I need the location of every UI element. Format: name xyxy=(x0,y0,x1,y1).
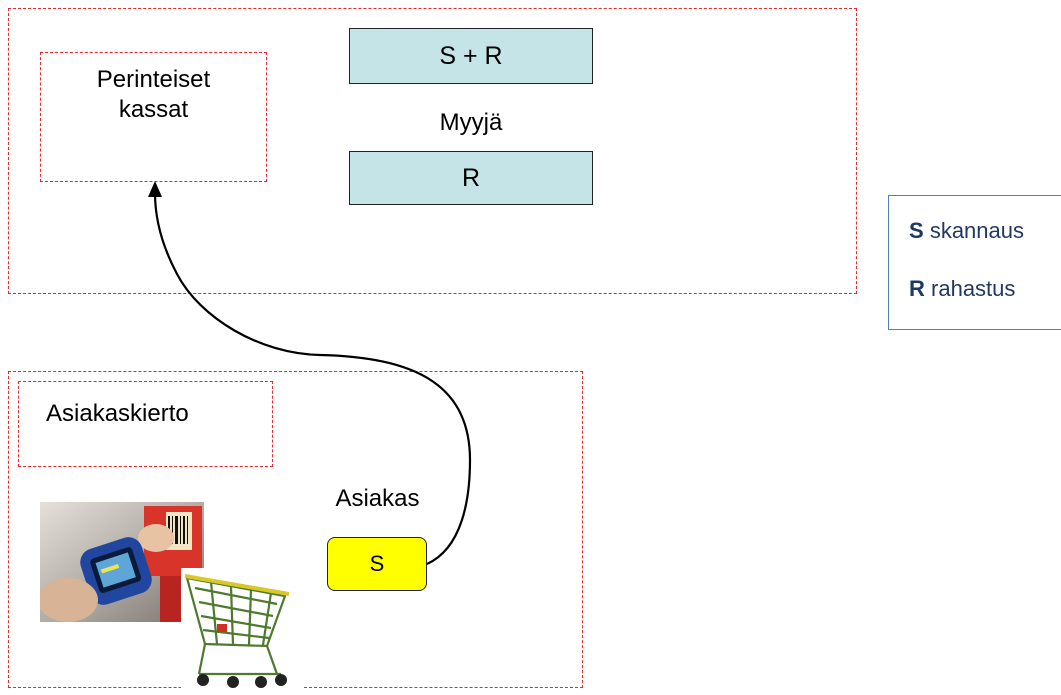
shopping-cart-photo xyxy=(181,568,303,690)
seller-label: Myyjä xyxy=(439,109,503,136)
legend-text-pay: rahastus xyxy=(931,276,1016,301)
scan-box: S xyxy=(327,537,427,591)
legend-text-scan: skannaus xyxy=(929,218,1024,243)
scan-and-pay-bar: S + R xyxy=(349,28,593,84)
pay-bar: R xyxy=(349,151,593,205)
legend-item-pay: R rahastus xyxy=(909,276,1015,302)
customer-loop-box: Asiakaskierto xyxy=(18,381,273,467)
legend-box: S skannaus R rahastus xyxy=(888,195,1061,330)
legend-key-r: R xyxy=(909,276,925,301)
customer-label: Asiakas xyxy=(335,485,420,512)
traditional-checkouts-line2: kassat xyxy=(118,96,189,123)
scan-and-pay-label: S + R xyxy=(439,41,503,70)
store-area-frame xyxy=(8,8,857,294)
pay-label: R xyxy=(461,163,481,192)
customer-loop-label: Asiakaskierto xyxy=(46,400,189,427)
flow-arrow-path xyxy=(153,192,472,565)
handheld-scanner-photo xyxy=(40,502,204,622)
arrowhead-icon xyxy=(148,181,162,197)
scan-box-label: S xyxy=(369,551,385,576)
traditional-checkouts-box: Perinteiset kassat xyxy=(40,52,267,182)
traditional-checkouts-line1: Perinteiset xyxy=(96,66,211,93)
legend-key-s: S xyxy=(909,218,924,243)
legend-item-scan: S skannaus xyxy=(909,218,1024,244)
